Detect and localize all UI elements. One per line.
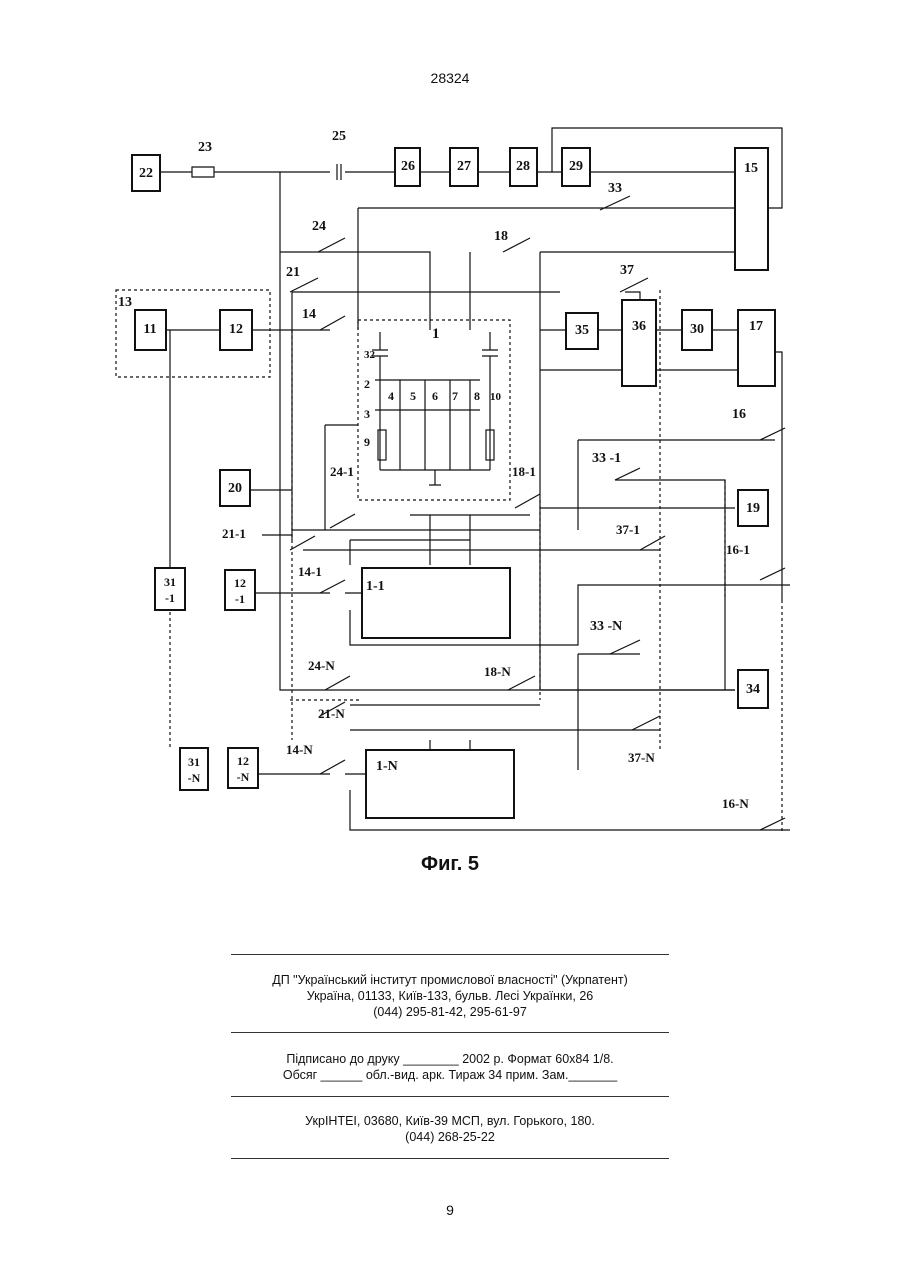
label-t13: 13 <box>118 295 132 310</box>
publisher-block: ДП "Український інститут промислової вла… <box>0 972 900 1020</box>
wires <box>116 128 790 833</box>
label-n10: 10 <box>490 391 502 403</box>
label-b35: 35 <box>575 323 589 338</box>
label-b19: 19 <box>746 501 760 516</box>
publisher-line: Україна, 01133, Київ-133, бульв. Лесі Ук… <box>0 988 900 1004</box>
label-t33-1: 33 -1 <box>592 451 621 466</box>
label-b1-1: 1-1 <box>366 579 385 594</box>
label-b17: 17 <box>749 319 763 334</box>
label-b31-1-bottom: -1 <box>165 591 175 605</box>
label-t1: 1 <box>432 326 440 342</box>
label-t25: 25 <box>332 129 346 144</box>
divider <box>231 1158 669 1159</box>
label-b12-1-bottom: -1 <box>235 592 245 606</box>
label-t16-1: 16-1 <box>726 542 750 557</box>
label-n32: 32 <box>364 349 376 361</box>
label-t18-1: 18-1 <box>512 464 536 479</box>
patent-number: 28324 <box>0 70 900 86</box>
label-b26: 26 <box>401 159 415 174</box>
label-b11: 11 <box>143 322 156 337</box>
label-b31-N-bottom: -N <box>188 771 201 785</box>
label-t21-1: 21-1 <box>222 526 246 541</box>
publisher-line: (044) 295-81-42, 295-61-97 <box>0 1004 900 1020</box>
label-b34: 34 <box>746 682 760 697</box>
label-b1-N: 1-N <box>376 759 398 774</box>
switches <box>290 196 785 830</box>
label-b12-N-bottom: -N <box>237 770 250 784</box>
print-line: Підписано до друку ________ 2002 р. Форм… <box>0 1051 900 1067</box>
label-t14-N: 14-N <box>286 742 313 757</box>
label-t18-N: 18-N <box>484 664 511 679</box>
label-n7: 7 <box>452 389 458 403</box>
label-n8: 8 <box>474 389 480 403</box>
blocks: 22 26 27 28 29 15 11 12 35 36 30 17 20 1… <box>132 148 775 818</box>
label-t16-N: 16-N <box>722 796 749 811</box>
label-b36: 36 <box>632 319 646 334</box>
label-n6: 6 <box>432 389 438 403</box>
label-n9: 9 <box>364 435 370 449</box>
printer-line: УкрІНТЕІ, 03680, Київ-39 МСП, вул. Горьк… <box>0 1113 900 1129</box>
label-t33-N: 33 -N <box>590 619 622 634</box>
label-b31-1-top: 31 <box>164 575 176 589</box>
label-n3: 3 <box>364 407 370 421</box>
print-line: Обсяг ______ обл.-вид. арк. Тираж 34 при… <box>0 1067 900 1083</box>
label-t33: 33 <box>608 181 622 196</box>
label-t21-N: 21-N <box>318 706 345 721</box>
label-t37-N: 37-N <box>628 750 655 765</box>
label-b27: 27 <box>457 159 471 174</box>
label-b15: 15 <box>744 161 758 176</box>
label-t24: 24 <box>312 219 326 234</box>
label-b31-N-top: 31 <box>188 755 200 769</box>
label-b22: 22 <box>139 166 153 181</box>
label-b12-1-top: 12 <box>234 576 246 590</box>
label-t23: 23 <box>198 140 212 155</box>
label-t37-1: 37-1 <box>616 522 640 537</box>
label-t14-1: 14-1 <box>298 564 322 579</box>
label-b20: 20 <box>228 481 242 496</box>
print-info-block: Підписано до друку ________ 2002 р. Форм… <box>0 1051 900 1083</box>
label-b29: 29 <box>569 159 583 174</box>
divider <box>231 1032 669 1033</box>
label-t21: 21 <box>286 265 300 280</box>
label-b30: 30 <box>690 322 704 337</box>
label-t14: 14 <box>302 307 316 322</box>
label-t18: 18 <box>494 229 508 244</box>
label-n2: 2 <box>364 377 370 391</box>
figure-caption: Фиг. 5 <box>0 853 900 876</box>
block-diagram: 22 26 27 28 29 15 11 12 35 36 30 17 20 1… <box>0 110 900 850</box>
divider <box>231 1096 669 1097</box>
publisher-line: ДП "Український інститут промислової вла… <box>0 972 900 988</box>
label-n4: 4 <box>388 389 394 403</box>
printer-line: (044) 268-25-22 <box>0 1129 900 1145</box>
label-n5: 5 <box>410 389 416 403</box>
label-b28: 28 <box>516 159 530 174</box>
label-b12-N-top: 12 <box>237 754 249 768</box>
label-t37: 37 <box>620 263 634 278</box>
label-t24-1: 24-1 <box>330 464 354 479</box>
divider <box>231 954 669 955</box>
label-t16: 16 <box>732 407 746 422</box>
page-number: 9 <box>0 1202 900 1218</box>
block-36 <box>622 300 656 386</box>
printer-block: УкрІНТЕІ, 03680, Київ-39 МСП, вул. Горьк… <box>0 1113 900 1145</box>
label-b12: 12 <box>229 322 243 337</box>
label-t24-N: 24-N <box>308 658 335 673</box>
